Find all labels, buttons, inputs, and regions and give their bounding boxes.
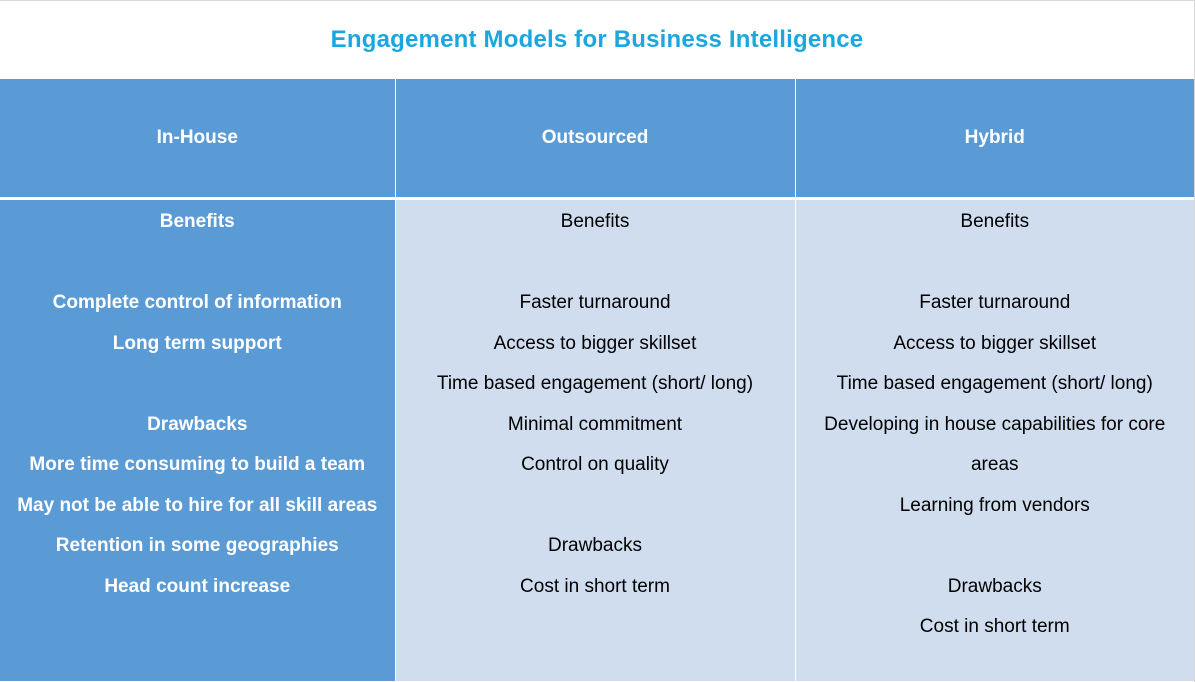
list-item: Benefits bbox=[560, 211, 630, 232]
spacer bbox=[396, 492, 795, 533]
list-item: Drawbacks bbox=[147, 413, 248, 435]
list-item: Minimal commitment bbox=[507, 413, 683, 435]
list-item: Retention in some geographies bbox=[55, 535, 339, 556]
list-item: areas bbox=[970, 454, 1019, 475]
column-header-outsourced: Outsourced bbox=[394, 79, 795, 200]
spacer bbox=[0, 249, 395, 290]
list-item: Drawbacks bbox=[947, 575, 1042, 597]
list-item: More time consuming to build a team bbox=[29, 454, 366, 475]
column-header-in-house: In-House bbox=[0, 79, 395, 200]
list-item: Drawbacks bbox=[548, 535, 642, 556]
list-item: Complete control of information bbox=[52, 292, 342, 313]
list-item: Time based engagement (short/ long) bbox=[436, 373, 754, 394]
list-item: Benefits bbox=[159, 211, 235, 232]
header-row: In-House Outsourced Hybrid bbox=[0, 79, 1194, 200]
list-item: Learning from vendors bbox=[899, 494, 1090, 516]
list-item: Control on quality bbox=[521, 454, 669, 475]
list-item: Long term support bbox=[112, 332, 282, 354]
title-bar: Engagement Models for Business Intellige… bbox=[0, 1, 1194, 78]
list-item: Developing in house capabilities for cor… bbox=[824, 413, 1166, 435]
list-item: Time based engagement (short/ long) bbox=[836, 373, 1153, 394]
column-header-hybrid: Hybrid bbox=[794, 79, 1194, 200]
list-item: Cost in short term bbox=[919, 616, 1070, 637]
list-item: Benefits bbox=[960, 211, 1030, 232]
list-item: Faster turnaround bbox=[919, 292, 1071, 313]
page-title: Engagement Models for Business Intellige… bbox=[330, 25, 864, 53]
list-item: Access to bigger skillset bbox=[893, 332, 1097, 354]
list-item: Faster turnaround bbox=[519, 292, 671, 313]
spacer bbox=[796, 532, 1195, 573]
spacer bbox=[0, 370, 395, 411]
spacer bbox=[796, 249, 1195, 290]
spacer bbox=[396, 249, 795, 290]
list-item: May not be able to hire for all skill ar… bbox=[17, 494, 378, 516]
list-item: Access to bigger skillset bbox=[493, 332, 697, 354]
list-item: Head count increase bbox=[104, 575, 291, 597]
list-item: Cost in short term bbox=[520, 575, 670, 597]
